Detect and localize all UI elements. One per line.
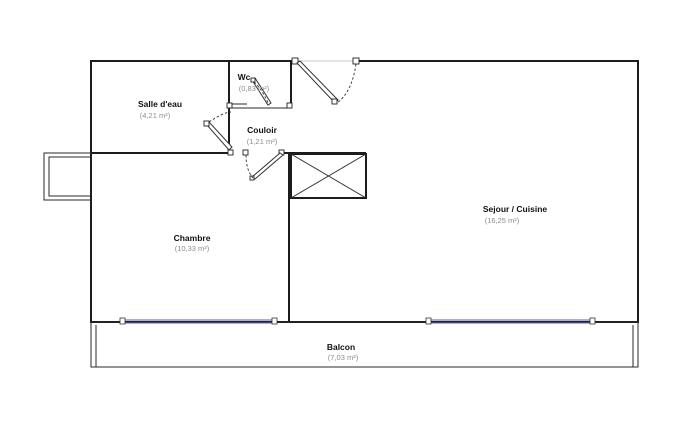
room-label-salle-eau: Salle d'eau (4,21 m²) [138,99,182,120]
room-name: Wc [238,72,251,82]
room-label-balcon: Balcon (7,03 m²) [327,342,359,362]
balcony-outline [90,321,639,368]
room-label-couloir: Couloir (1,21 m²) [247,125,278,146]
side-box [43,152,91,201]
room-area: (4,21 m²) [140,111,171,120]
room-area: (7,03 m²) [328,353,359,362]
room-name: Couloir [247,125,277,135]
bathroom-door [203,111,234,156]
window-sejour [425,317,596,325]
shaft-box [290,153,367,199]
room-area: (0,83 m²) [239,84,270,93]
bedroom-door [242,149,285,181]
wc-door [226,77,293,109]
room-name: Sejour / Cuisine [483,204,548,214]
room-name: Balcon [327,342,355,352]
room-name: Chambre [174,233,211,243]
room-area: (10,33 m²) [175,244,210,253]
room-label-sejour: Sejour / Cuisine (16,25 m²) [483,204,548,225]
room-label-wc: Wc (0,83 m²) [238,72,270,93]
room-label-chambre: Chambre (10,33 m²) [174,233,211,253]
window-chambre [119,317,278,325]
entry-door [291,57,360,105]
room-area: (16,25 m²) [485,216,520,225]
room-name: Salle d'eau [138,99,182,109]
room-area: (1,21 m²) [247,137,278,146]
